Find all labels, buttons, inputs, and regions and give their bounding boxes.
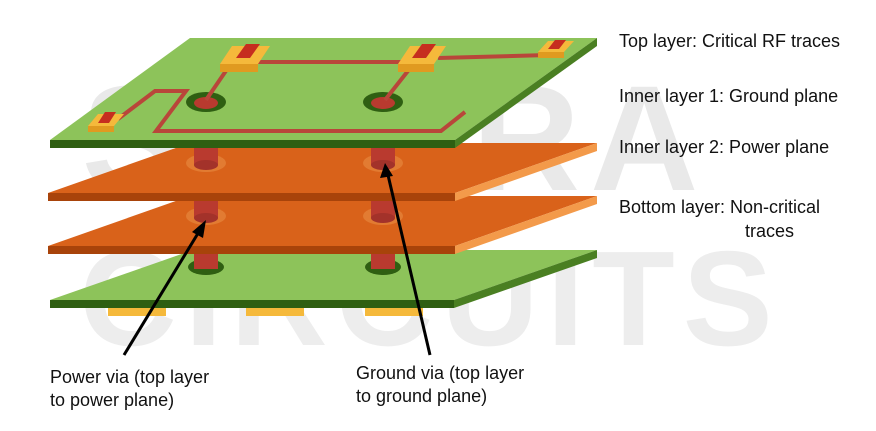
component-3	[538, 40, 574, 58]
label-inner-layer-1: Inner layer 1: Ground plane	[619, 86, 839, 106]
inner-layer-1-board	[48, 143, 597, 201]
label-top-layer: Top layer: Critical RF traces	[619, 31, 841, 51]
callout-ground-via-line1: Ground via (top layer	[356, 363, 525, 383]
callout-ground-via: Ground via (top layer to ground plane)	[356, 362, 524, 408]
via-upper-segments	[194, 143, 395, 170]
callout-power-via: Power via (top layer to power plane)	[50, 366, 209, 412]
via-mid-segments	[194, 196, 395, 223]
smd-components	[88, 40, 574, 132]
callout-ground-via-line2: to ground plane)	[356, 386, 488, 406]
component-2	[398, 44, 446, 72]
component-4	[88, 112, 124, 132]
arrow-power-via	[122, 220, 206, 356]
label-bottom-line2: traces	[745, 221, 795, 241]
callout-power-via-line2: to power plane)	[50, 390, 175, 410]
bottom-layer-board	[50, 250, 597, 308]
label-bottom-layer: Bottom layer: Non-critical traces	[619, 195, 820, 243]
label-bottom-line1: Bottom layer: Non-critical	[619, 197, 821, 217]
arrow-ground-via	[380, 163, 432, 356]
component-1	[220, 44, 270, 72]
inner-layer-2-board	[48, 196, 597, 254]
bottom-pads	[108, 305, 423, 316]
callout-power-via-line1: Power via (top layer	[50, 367, 210, 387]
label-inner-layer-2: Inner layer 2: Power plane	[619, 137, 830, 157]
